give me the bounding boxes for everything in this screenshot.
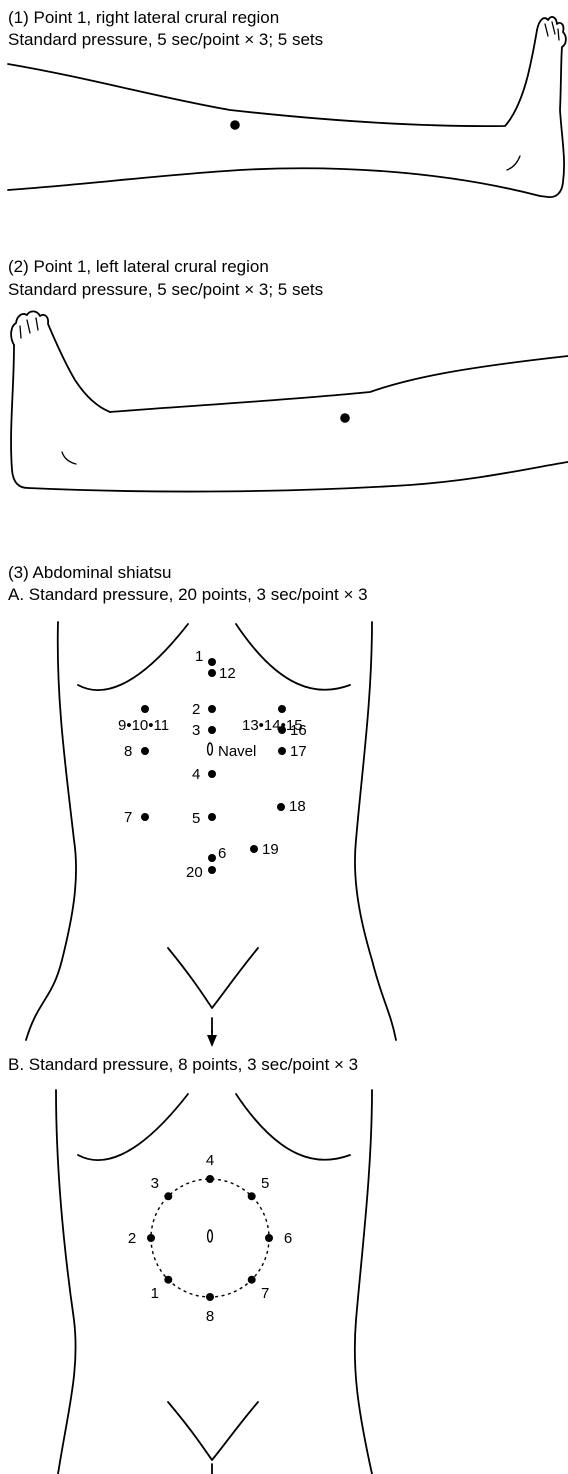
label-12: 12 [219,665,236,682]
abdomen-a-point-3 [208,726,216,734]
abdomen-b-points [147,1175,273,1301]
label-1: 1 [195,648,203,665]
abdomen-a-point-17 [278,747,286,755]
abdomen-b-point-2 [147,1234,155,1242]
abdomen-b-label-7: 7 [261,1285,269,1302]
abdomen-a-point-4 [208,770,216,778]
right-leg-bottom-outline [8,168,540,196]
abdomen-a-point-13-14-15 [278,705,286,713]
label-3: 3 [192,722,200,739]
right-leg-top-outline [8,30,537,126]
abdomen-b-point-1 [164,1276,172,1284]
left-leg-figure [11,311,568,491]
abdomen-b-navel-icon [208,1230,213,1242]
abdomen-b-label-8: 8 [206,1308,214,1325]
abdomen-b-point-6 [265,1234,273,1242]
abdomen-a-left-side [26,622,76,1040]
label-20: 20 [186,864,203,881]
label-19: 19 [262,841,279,858]
abdomen-a-labels: 1 12 2 9•10•11 13•14•15 3 16 8 Navel 17 … [118,648,307,881]
abdomen-a-point-5 [208,813,216,821]
abdomen-a-point-2 [208,705,216,713]
label-8: 8 [124,743,132,760]
abdomen-b-right-ribcage [236,1094,350,1160]
abdomen-b-label-3: 3 [151,1175,159,1192]
label-4: 4 [192,766,200,783]
right-ankle-mark [507,156,520,170]
label-18: 18 [289,798,306,815]
abdomen-b-right-side [355,1090,372,1474]
abdomen-a-right-ribcage [236,624,350,690]
left-leg-point-1 [340,413,350,423]
abdomen-a-point-19 [250,845,258,853]
left-leg-top-outline [110,356,568,412]
abdomen-b-label-5: 5 [261,1175,269,1192]
abdomen-b-label-6: 6 [284,1230,292,1247]
abdomen-a-point-7 [141,813,149,821]
right-leg-figure [8,17,566,197]
abdomen-a-point-8 [141,747,149,755]
label-5: 5 [192,810,200,827]
abdomen-a-point-20 [208,866,216,874]
abdomen-a-left-ribcage [78,624,188,690]
abdomen-b-left-ribcage [78,1094,188,1160]
abdomen-b-figure: 1 2 3 4 5 6 7 8 [56,1090,372,1474]
left-leg-bottom-outline [28,462,568,492]
abdomen-b-left-side [56,1090,76,1474]
abdomen-b-point-7 [248,1276,256,1284]
label-17: 17 [290,743,307,760]
abdomen-a-navel-icon [208,743,213,755]
right-leg-point-1 [230,120,240,130]
abdomen-a-point-6 [208,854,216,862]
abdomen-b-point-3 [164,1192,172,1200]
abdomen-b-label-4: 4 [206,1152,214,1169]
abdomen-a-point-9-10-11 [141,705,149,713]
label-16: 16 [290,722,307,739]
abdomen-b-point-5 [248,1192,256,1200]
left-foot-toes [11,311,110,412]
abdomen-b-groin [168,1402,258,1460]
label-9-10-11: 9•10•11 [118,717,169,734]
abdomen-b-label-1: 1 [151,1285,159,1302]
abdomen-a-figure: 1 12 2 9•10•11 13•14•15 3 16 8 Navel 17 … [26,622,396,1040]
left-heel-outline [11,345,28,488]
abdomen-a-point-18 [277,803,285,811]
right-foot-toes [537,17,566,197]
left-ankle-mark [62,452,76,464]
label-2: 2 [192,701,200,718]
abdomen-a-point-1 [208,658,216,666]
label-7: 7 [124,809,132,826]
abdomen-b-label-2: 2 [128,1230,136,1247]
down-arrow-icon [207,1030,217,1047]
abdomen-a-point-12 [208,669,216,677]
left-toe-lines [20,318,38,338]
abdomen-b-point-4 [206,1175,214,1183]
abdomen-a-groin [168,948,258,1008]
label-navel: Navel [218,743,256,760]
abdomen-a-right-side [355,622,396,1040]
abdomen-b-point-8 [206,1293,214,1301]
label-6: 6 [218,845,226,862]
